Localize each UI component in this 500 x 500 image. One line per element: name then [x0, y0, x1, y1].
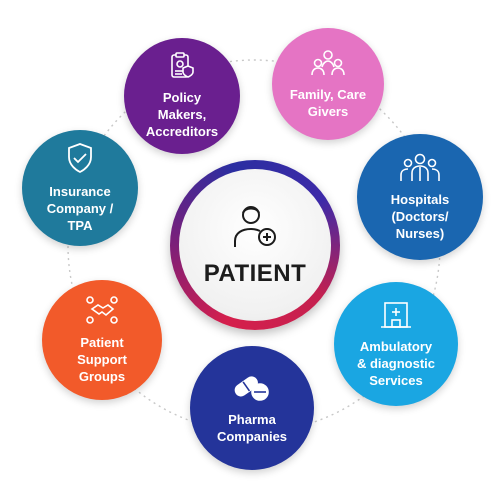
clinic-building-icon [379, 299, 413, 334]
patient-support-groups-label: Patient Support Groups [77, 335, 127, 384]
family-care-givers-label: Family, Care Givers [289, 86, 367, 119]
policy-makers-node: Policy Makers, Accreditors [124, 38, 240, 154]
patient-center-inner: PATIENT [179, 169, 331, 321]
policy-makers-label: Policy Makers, Accreditors [145, 90, 219, 139]
patient-plus-icon [231, 203, 279, 254]
family-group-icon [310, 49, 346, 82]
patient-center-circle: PATIENT [170, 160, 340, 330]
ambulatory-diagnostic-label: Ambulatory & diagnostic Services [356, 339, 435, 388]
patient-title: PATIENT [203, 259, 307, 287]
pharma-companies-node: Pharma Companies [190, 346, 314, 470]
hospitals-label: Hospitals (Doctors/ Nurses) [390, 192, 450, 241]
hospitals-node: Hospitals (Doctors/ Nurses) [357, 134, 483, 260]
insurance-company-node: Insurance Company / TPA [22, 130, 138, 246]
checklist-icon [166, 52, 198, 85]
pharma-companies-label: Pharma Companies [216, 411, 288, 444]
pills-icon [232, 372, 272, 407]
handshake-icon [84, 295, 120, 330]
doctors-icon [399, 152, 441, 187]
shield-check-icon [66, 142, 94, 179]
ambulatory-diagnostic-node: Ambulatory & diagnostic Services [334, 282, 458, 406]
patient-support-groups-node: Patient Support Groups [42, 280, 162, 400]
family-care-givers-node: Family, Care Givers [272, 28, 384, 140]
insurance-company-label: Insurance Company / TPA [46, 184, 114, 233]
